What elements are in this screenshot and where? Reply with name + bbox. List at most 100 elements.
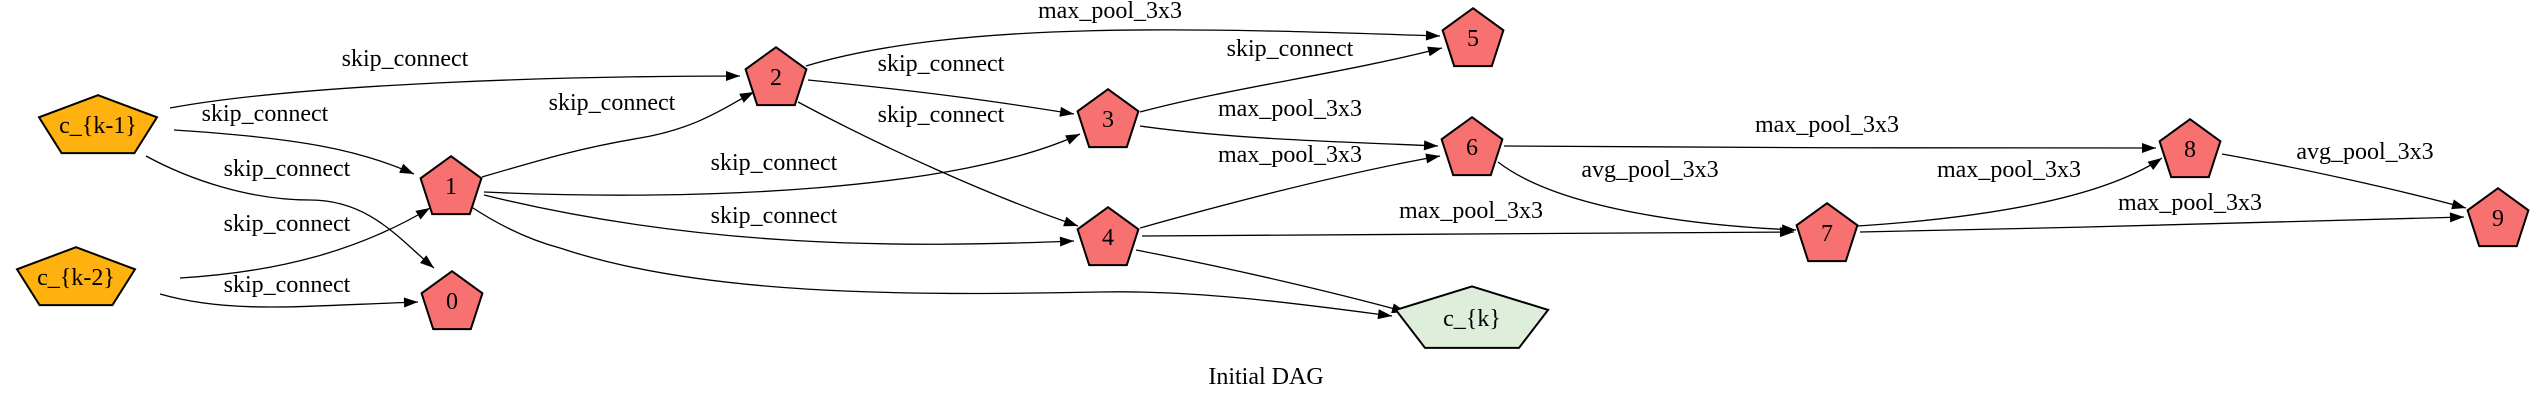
node-shape [744, 45, 808, 107]
arrowhead-icon [2449, 212, 2464, 223]
node-n3: 3 [1076, 87, 1140, 149]
edge-n8-to-n9: avg_pool_3x3 [2221, 139, 2467, 210]
edge-label: skip_connect [224, 272, 351, 298]
arrowhead-icon [1377, 309, 1392, 320]
edge-n1-to-n3: skip_connect [483, 133, 1081, 196]
edge-label: avg_pool_3x3 [2296, 139, 2433, 165]
arrowhead-icon [1059, 236, 1074, 247]
node-label: 4 [1102, 225, 1114, 251]
node-n2: 2 [744, 45, 808, 107]
node-shape [2158, 117, 2222, 179]
node-shape [15, 246, 137, 307]
node-n4: 4 [1076, 205, 1140, 267]
edge-label: skip_connect [711, 150, 838, 176]
edge-line [159, 293, 419, 308]
node-label: 8 [2184, 137, 2196, 163]
edge-label: skip_connect [342, 46, 469, 72]
arrowhead-icon [739, 92, 754, 103]
edge-n2-to-n3: skip_connect [807, 51, 1075, 117]
node-label: c_{k-2} [37, 265, 115, 291]
node-label: 2 [770, 65, 782, 91]
edge-label: skip_connect [878, 102, 1005, 128]
node-n5: 5 [1441, 6, 1505, 68]
node-label: 7 [1821, 221, 1833, 247]
arrowhead-icon [420, 255, 434, 268]
edge-ck2-to-n0: skip_connect [159, 272, 419, 308]
edge-label: skip_connect [1227, 36, 1354, 62]
node-label: 3 [1102, 107, 1114, 133]
edge-line [169, 75, 741, 109]
edge-n1-to-n4: skip_connect [483, 194, 1075, 247]
edge-label: max_pool_3x3 [1218, 142, 1362, 168]
edge-n2-to-n5: max_pool_3x3 [805, 0, 1441, 67]
edge-line [1139, 47, 1443, 113]
node-shape [37, 94, 159, 155]
arrowhead-icon [1063, 216, 1078, 227]
arrowhead-icon [1427, 46, 1442, 57]
node-shape [419, 154, 483, 216]
node-n7: 7 [1795, 201, 1859, 263]
edge-line [807, 79, 1075, 115]
node-n9: 9 [2466, 186, 2530, 248]
arrowhead-icon [1423, 140, 1438, 151]
arrowhead-icon [415, 208, 430, 220]
edge-line [179, 207, 431, 279]
edge-n1-to-n2: skip_connect [481, 90, 755, 178]
node-label: 0 [446, 289, 458, 315]
edge-line [805, 29, 1441, 67]
edge-label: max_pool_3x3 [2118, 190, 2262, 216]
edge-n7-to-n8: max_pool_3x3 [1857, 157, 2163, 227]
edge-line [483, 133, 1081, 196]
edge-label: max_pool_3x3 [1937, 157, 2081, 183]
node-shape [1795, 201, 1859, 263]
edge-ck1-to-n1: skip_connect [173, 101, 415, 175]
edge-n2-to-n4: skip_connect [797, 101, 1079, 227]
edges-layer: skip_connectskip_connectskip_connectskip… [145, 0, 2467, 320]
edge-line [1503, 145, 2157, 149]
edge-line [1139, 155, 1441, 229]
edge-n3-to-n6: max_pool_3x3 [1139, 96, 1439, 151]
edge-line [483, 194, 1075, 245]
edge-line [1497, 161, 1797, 231]
arrowhead-icon [403, 297, 418, 308]
arrowhead-icon [1065, 134, 1080, 145]
node-n8: 8 [2158, 117, 2222, 179]
node-shape [2466, 186, 2530, 248]
edge-line [1857, 157, 2163, 227]
diagram-caption: Initial DAG [1208, 364, 1323, 390]
node-n6: 6 [1440, 115, 1504, 177]
node-n1: 1 [419, 154, 483, 216]
node-label: 1 [445, 174, 457, 200]
edge-label: skip_connect [711, 203, 838, 229]
edge-ck2-to-n1: skip_connect [179, 207, 431, 279]
node-shape [1076, 87, 1140, 149]
edge-label: skip_connect [202, 101, 329, 127]
node-ck1: c_{k-1} [37, 94, 159, 155]
node-shape [420, 269, 484, 331]
edge-n6-to-n7: avg_pool_3x3 [1497, 157, 1797, 235]
edge-line [145, 155, 435, 269]
node-ck: c_{k} [1394, 285, 1550, 349]
node-shape [1394, 285, 1550, 349]
edge-line [1135, 249, 1407, 313]
node-ck2: c_{k-2} [15, 246, 137, 307]
node-label: 9 [2492, 206, 2504, 232]
edge-line [1139, 125, 1439, 147]
edge-line [2221, 153, 2467, 209]
edge-label: skip_connect [549, 90, 676, 116]
node-shape [1440, 115, 1504, 177]
node-label: 5 [1467, 26, 1479, 52]
edge-label: max_pool_3x3 [1218, 96, 1362, 122]
node-n0: 0 [420, 269, 484, 331]
edge-line [1141, 231, 1795, 237]
edge-label: max_pool_3x3 [1038, 0, 1182, 24]
edge-label: max_pool_3x3 [1399, 198, 1543, 224]
edge-line [1859, 216, 2465, 233]
edge-n7-to-n9: max_pool_3x3 [1859, 190, 2465, 233]
arrowhead-icon [2451, 199, 2466, 210]
arrowhead-icon [726, 71, 740, 81]
edge-n6-to-n8: max_pool_3x3 [1503, 112, 2157, 153]
edge-n4-to-ck [1135, 249, 1407, 314]
edge-line [173, 129, 415, 175]
